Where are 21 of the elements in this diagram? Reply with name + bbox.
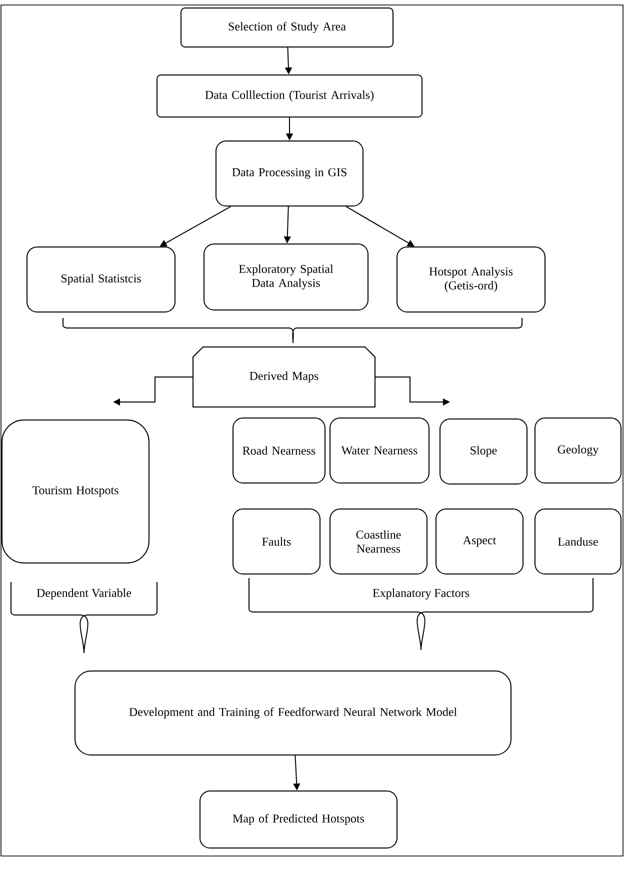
brace-label: Explanatory Factors [372, 588, 470, 600]
process-box: Coastline Nearness [330, 508, 428, 574]
process-box: Tourism Hotspots [2, 420, 150, 564]
process-box: Spatial Statistcis [26, 246, 176, 312]
derived-maps-box: Derived Maps [192, 346, 376, 408]
arrow [345, 206, 414, 246]
process-box: Water Nearness [330, 418, 430, 484]
process-box: Slope [440, 418, 528, 484]
process-box: Data Processing in GIS [216, 140, 364, 206]
process-box: Geology [534, 418, 622, 484]
process-box: Road Nearness [232, 418, 326, 484]
process-box: Faults [232, 508, 320, 574]
process-box: Landuse [534, 508, 622, 574]
process-box: Data Colllection (Tourist Arrivals) [156, 74, 422, 118]
process-box: Hotspot Analysis (Getis-ord) [396, 246, 546, 312]
process-box: Selection of Study Area [180, 8, 394, 48]
process-box: Map of Predicted Hotspots [200, 790, 398, 848]
process-box: Exploratory Spatial Data Analysis [204, 244, 368, 310]
process-box: Development and Training of Feedforward Neural Network Model [74, 670, 512, 756]
brace-label: Dependent Variable [36, 588, 132, 600]
process-box: Aspect [436, 508, 524, 574]
